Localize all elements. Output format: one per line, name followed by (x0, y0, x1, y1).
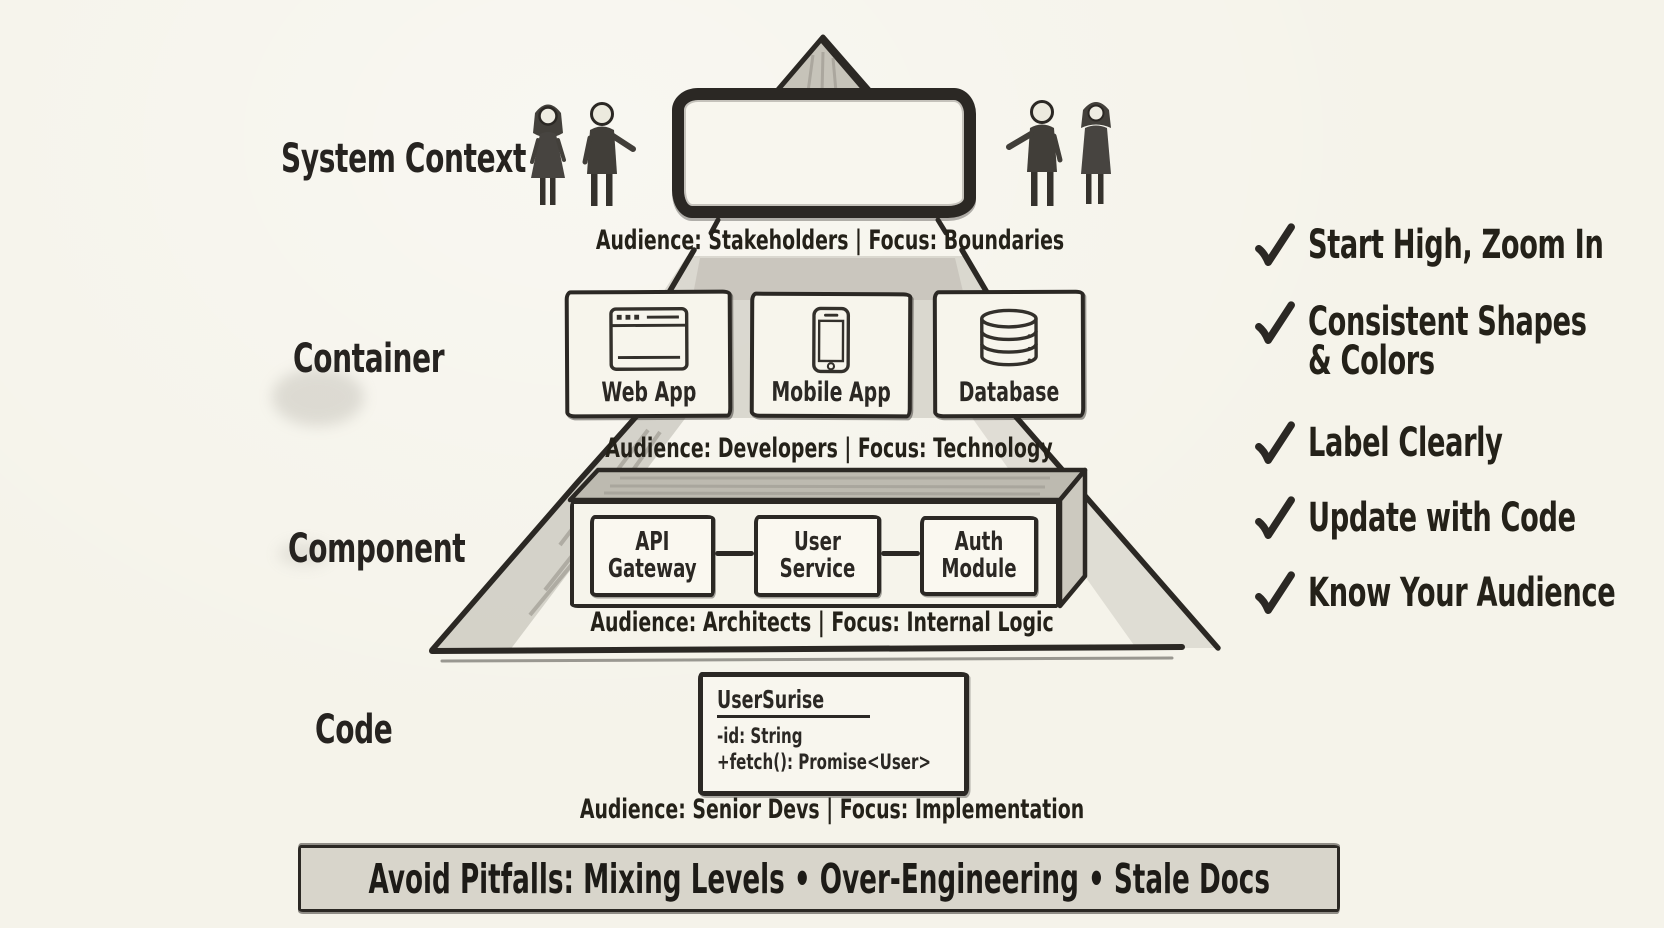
component-block-top-face (567, 467, 1088, 503)
pencil-smudge (272, 368, 364, 426)
checklist-item-label-clearly: Label Clearly (1252, 421, 1594, 467)
component-box-label: API Gateway (608, 527, 697, 584)
checklist-item-start-high: Start High, Zoom In (1252, 223, 1664, 269)
level-label-container: Container (293, 336, 445, 382)
level-label-code: Code (315, 707, 393, 753)
checklist-item-update-with-code: Update with Code (1252, 496, 1664, 542)
checklist-item-consistent-shapes: Consistent Shapes & Colors (1252, 301, 1664, 381)
container-box-label: Database (958, 376, 1060, 409)
pyramid-apex-triangle-icon (767, 34, 880, 102)
stakeholder-woman-right-icon (1081, 102, 1111, 204)
component-box-label: User Service (779, 527, 856, 584)
avoid-pitfalls-text: Avoid Pitfalls: Mixing Levels • Over-Eng… (368, 854, 1270, 903)
component-box-api-gateway: API Gateway (590, 515, 715, 597)
component-box-label: Auth Module (941, 527, 1017, 584)
code-class-box: UserSurise -id: String +fetch(): Promise… (698, 672, 969, 796)
stakeholder-man-left-icon (582, 102, 636, 206)
container-box-database: Database (932, 289, 1086, 419)
checkmark-icon (1255, 571, 1295, 614)
checkmark-icon (1255, 496, 1295, 539)
system-context-frame-feet (708, 217, 949, 236)
audience-caption-component: Audience: Architects | Focus: Internal L… (590, 607, 1054, 638)
database-cylinder-icon (937, 294, 1081, 379)
level-label-component: Component (288, 526, 466, 572)
level-label-system-context: System Context (281, 136, 527, 182)
component-box-auth-module: Auth Module (920, 516, 1038, 596)
pencil-smudge (278, 542, 330, 566)
component-connector-line (881, 551, 920, 556)
component-box-user-service: User Service (754, 515, 881, 597)
audience-caption-container: Audience: Developers | Focus: Technology (605, 433, 1053, 464)
container-box-label: Mobile App (771, 376, 891, 409)
container-box-web-app: Web App (564, 289, 733, 419)
browser-window-icon (569, 294, 728, 379)
stakeholder-woman-left-icon (530, 104, 566, 205)
pyramid-base-line (429, 644, 1185, 663)
stakeholder-man-right-icon (1006, 100, 1063, 206)
audience-caption-code: Audience: Senior Devs | Focus: Implement… (579, 794, 1085, 825)
checklist-item-know-your-audience: Know Your Audience (1252, 571, 1664, 617)
checkmark-icon (1255, 301, 1295, 344)
component-connector-line (715, 551, 754, 556)
class-name: UserSurise (717, 685, 825, 714)
system-context-frame (672, 88, 976, 218)
class-member: +fetch(): Promise<User> (717, 750, 932, 775)
smartphone-icon (754, 296, 908, 379)
container-box-label: Web App (601, 376, 697, 409)
checkmark-icon (1255, 421, 1295, 464)
container-box-mobile-app: Mobile App (749, 291, 913, 419)
component-block-right-face (1057, 467, 1088, 609)
class-member: -id: String (717, 724, 803, 749)
audience-caption-system-context: Audience: Stakeholders | Focus: Boundari… (595, 225, 1065, 256)
checkmark-icon (1255, 223, 1295, 266)
avoid-pitfalls-banner: Avoid Pitfalls: Mixing Levels • Over-Eng… (298, 845, 1340, 912)
